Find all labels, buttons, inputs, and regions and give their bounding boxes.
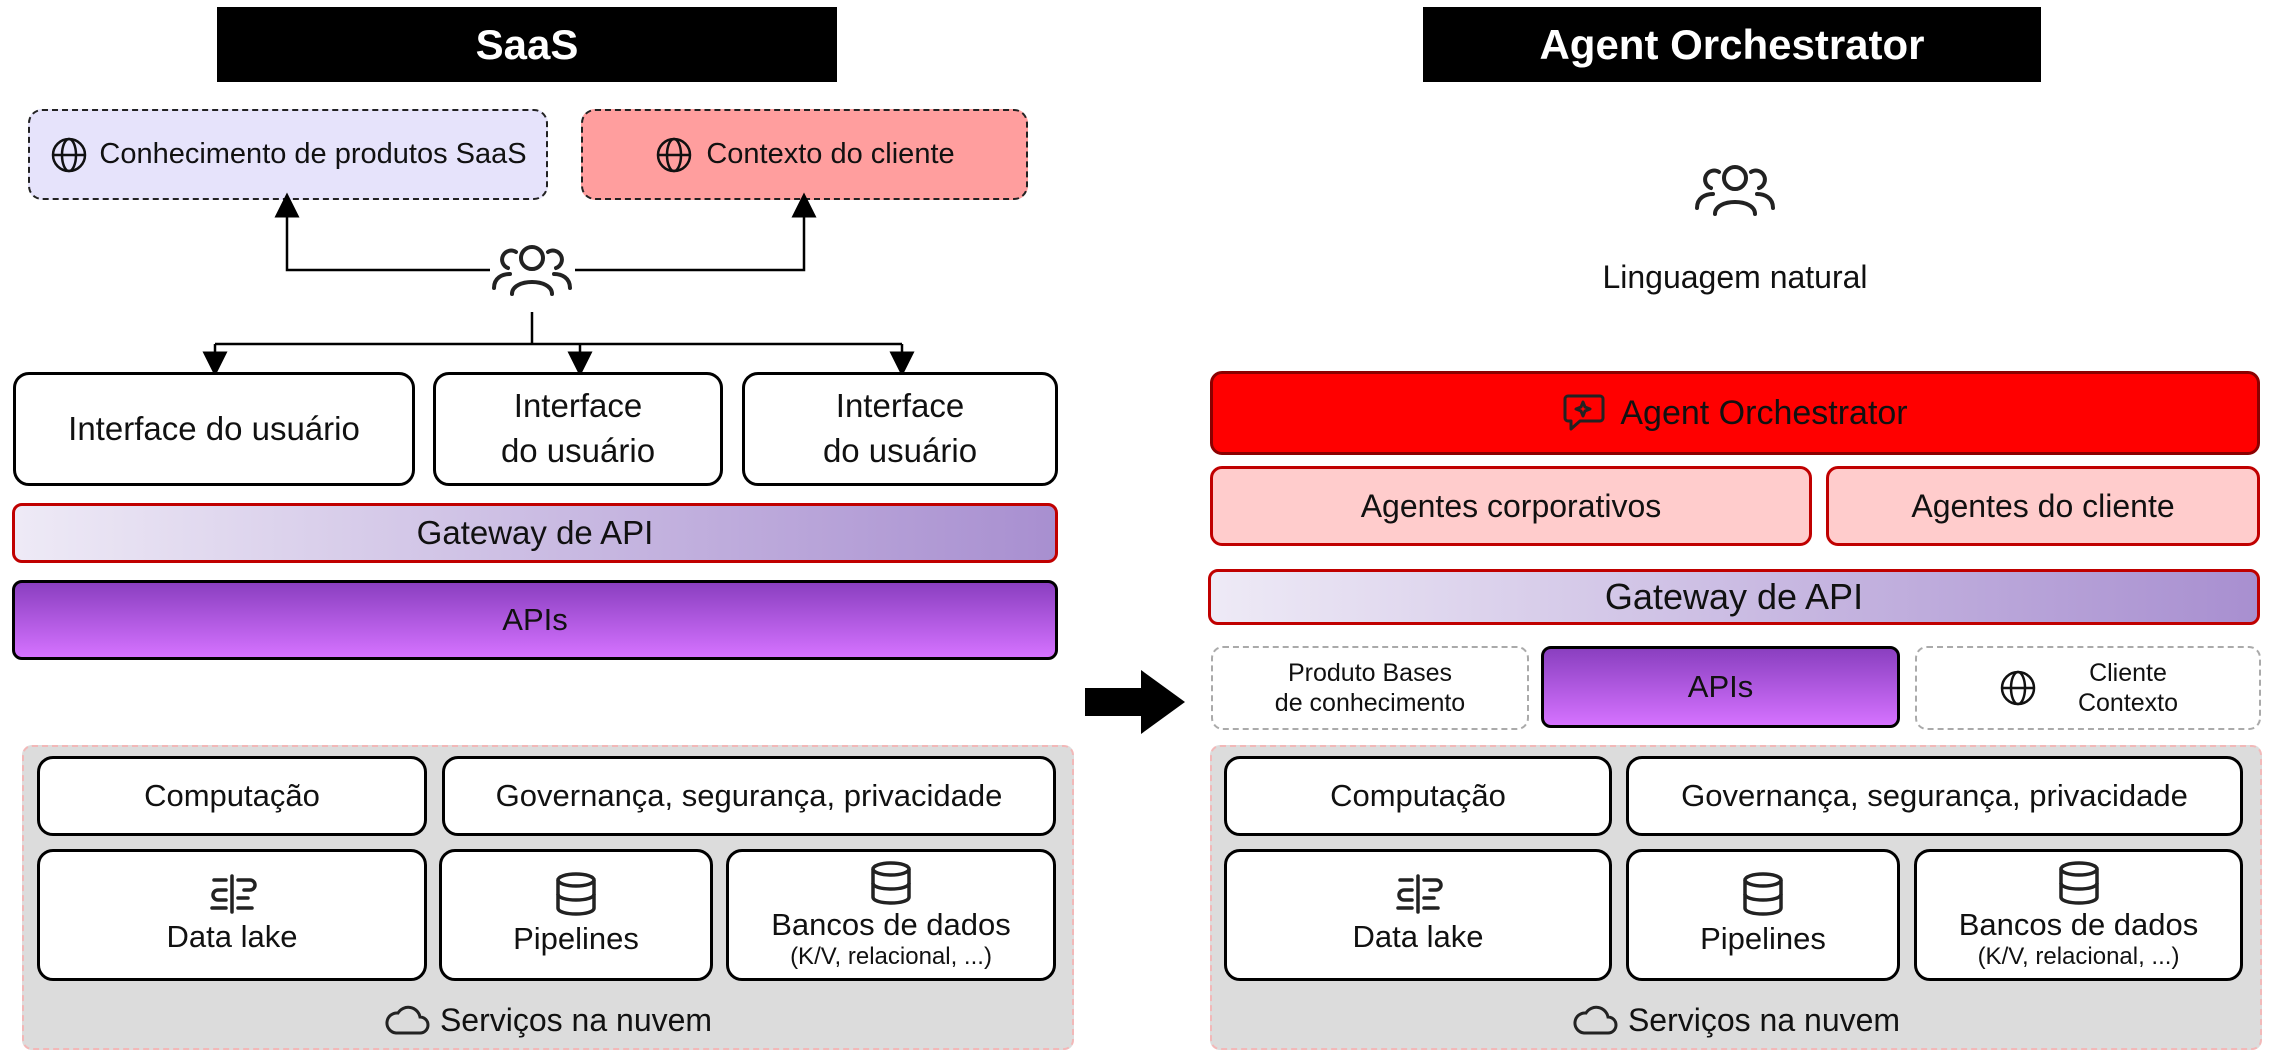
corporate-agents-box: Agentes corporativos	[1210, 466, 1812, 546]
cloud-icon	[1572, 1003, 1618, 1037]
corporate-agents-label: Agentes corporativos	[1360, 487, 1662, 524]
orchestrator-title: Agent Orchestrator	[1539, 20, 1925, 68]
saas-apis-label: APIs	[502, 602, 568, 637]
saas-pipelines-label: Pipelines	[513, 921, 639, 957]
globe-icon	[49, 135, 89, 175]
orchestrator-gateway-label: Gateway de API	[1604, 576, 1864, 617]
orch-databases-label: Bancos de dados	[1958, 907, 2199, 943]
saas-cloud-footer-label: Serviços na nuvem	[439, 1001, 713, 1038]
users-icon	[490, 232, 574, 304]
cloud-icon	[384, 1003, 430, 1037]
ctx-line1: Cliente	[2089, 659, 2167, 687]
sparkle-chat-icon	[1562, 392, 1606, 434]
product-knowledge-bases-box: Produto Bases de conhecimento	[1211, 646, 1529, 730]
saas-databases-sub: (K/V, relacional, ...)	[790, 943, 992, 971]
orchestrator-header: Agent Orchestrator	[1423, 7, 2041, 82]
globe-icon	[1998, 668, 2038, 708]
saas-databases-box: Bancos de dados (K/V, relacional, ...)	[726, 849, 1056, 981]
saas-databases-label: Bancos de dados	[771, 907, 1011, 943]
saas-compute-box: Computação	[37, 756, 427, 836]
users-icon	[1693, 152, 1777, 224]
user-interface-box-2: Interface do usuário	[433, 372, 723, 486]
saas-pipelines-box: Pipelines	[439, 849, 713, 981]
saas-gateway-label: Gateway de API	[416, 514, 654, 551]
orch-governance-box: Governança, segurança, privacidade	[1626, 756, 2243, 836]
globe-icon	[654, 135, 694, 175]
orch-data-lake-label: Data lake	[1352, 919, 1484, 955]
orch-compute-box: Computação	[1224, 756, 1612, 836]
orch-governance-label: Governança, segurança, privacidade	[1681, 778, 2188, 814]
user-interface-box-3: Interface do usuário	[742, 372, 1058, 486]
customer-context-box-right: Cliente Contexto	[1915, 646, 2261, 730]
natural-language-label: Linguagem natural	[1500, 252, 1970, 302]
orchestrator-bar: Agent Orchestrator	[1210, 371, 2260, 455]
saas-apis: APIs	[12, 580, 1058, 660]
user-interface-box-1: Interface do usuário	[13, 372, 415, 486]
saas-api-gateway: Gateway de API	[12, 503, 1058, 563]
saas-title: SaaS	[475, 20, 579, 68]
database-icon	[1739, 870, 1787, 918]
saas-governance-label: Governança, segurança, privacidade	[495, 778, 1003, 814]
data-lake-icon	[1390, 872, 1446, 916]
saas-data-lake-label: Data lake	[166, 919, 298, 955]
ui-box-3-line1: Interface	[835, 387, 965, 425]
orchestrator-bar-label: Agent Orchestrator	[1620, 393, 1908, 432]
orch-databases-box: Bancos de dados (K/V, relacional, ...)	[1914, 849, 2243, 981]
orchestrator-apis-label: APIs	[1687, 669, 1754, 704]
ui-box-2-line2: do usuário	[500, 432, 656, 469]
customer-agents-box: Agentes do cliente	[1826, 466, 2260, 546]
orch-data-lake-box: Data lake	[1224, 849, 1612, 981]
orch-databases-sub: (K/V, relacional, ...)	[1977, 943, 2180, 971]
saas-compute-label: Computação	[144, 778, 320, 814]
data-lake-icon	[204, 872, 260, 916]
kb-line1: Produto Bases	[1288, 659, 1452, 687]
saas-connector-lines	[202, 192, 915, 377]
orch-pipelines-box: Pipelines	[1626, 849, 1900, 981]
customer-context-text: Cliente Contexto	[2078, 658, 2178, 718]
saas-cloud-footer: Serviços na nuvem	[22, 992, 1074, 1048]
database-icon	[867, 859, 915, 907]
natural-language-text: Linguagem natural	[1602, 258, 1868, 295]
customer-agents-label: Agentes do cliente	[1911, 487, 2175, 524]
orchestrator-api-gateway: Gateway de API	[1208, 569, 2260, 625]
orchestrator-apis: APIs	[1541, 646, 1900, 728]
ui-box-1-line1: Interface do usuário	[68, 409, 360, 447]
saas-governance-box: Governança, segurança, privacidade	[442, 756, 1056, 836]
kb-line2: de conhecimento	[1274, 689, 1466, 717]
orch-pipelines-label: Pipelines	[1700, 921, 1826, 957]
ui-box-2-line1: Interface	[513, 387, 643, 425]
saas-header: SaaS	[217, 7, 837, 82]
customer-context-box: Contexto do cliente	[581, 109, 1028, 200]
saas-data-lake-box: Data lake	[37, 849, 427, 981]
product-knowledge-label: Conhecimento de produtos SaaS	[99, 138, 527, 170]
database-icon	[552, 870, 600, 918]
orch-cloud-footer: Serviços na nuvem	[1210, 992, 2262, 1048]
customer-context-label: Contexto do cliente	[706, 138, 955, 170]
ctx-line2: Contexto	[2077, 689, 2179, 717]
orch-compute-label: Computação	[1330, 778, 1506, 814]
ui-box-3-line2: do usuário	[822, 432, 978, 469]
database-icon	[2055, 859, 2103, 907]
right-arrow-icon	[1085, 670, 1185, 734]
orch-cloud-footer-label: Serviços na nuvem	[1627, 1001, 1901, 1038]
